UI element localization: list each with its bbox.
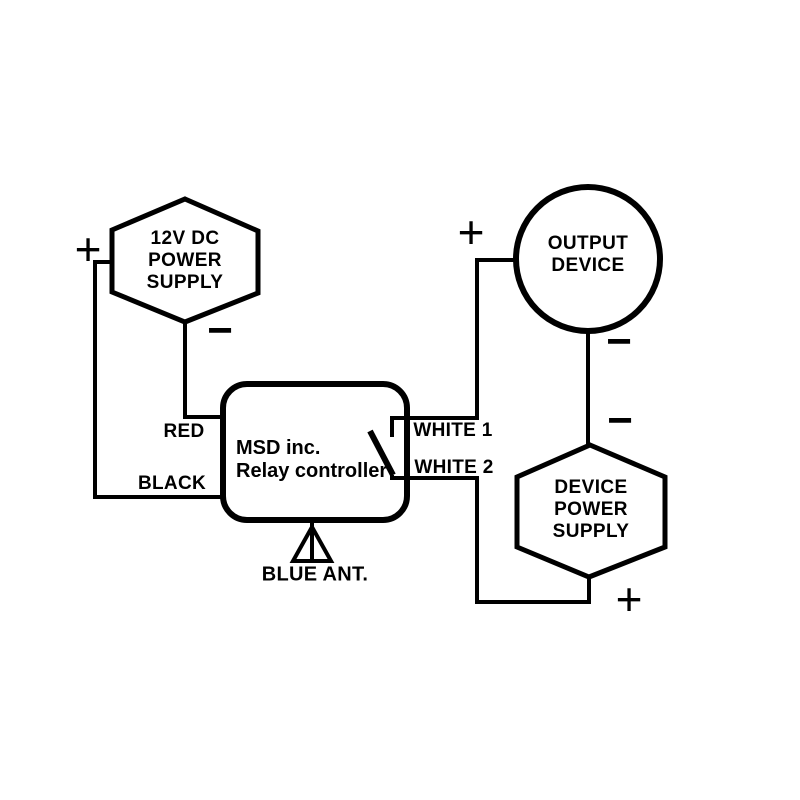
output-device-label: OUTPUT DEVICE <box>548 233 629 277</box>
output-device-label-line2: DEVICE <box>551 255 625 276</box>
antenna-label: BLUE ANT. <box>261 563 369 586</box>
wire-label-white2: WHITE 2 <box>414 457 494 478</box>
plus-sign-device-supply: + <box>615 573 643 625</box>
power-supply-12v-label-line2: POWER <box>148 250 222 271</box>
relay-switch-blade <box>367 429 396 477</box>
wire-label-white1: WHITE 1 <box>413 420 493 441</box>
wire-white2 <box>390 475 591 604</box>
plus-sign-12v-supply: + <box>74 223 102 275</box>
relay-controller-label-line2: Relay controller <box>236 460 388 482</box>
wire-red <box>183 322 224 419</box>
power-supply-12v-label: 12V DC POWER SUPPLY <box>147 228 224 294</box>
plus-sign-output-device: + <box>457 206 485 258</box>
minus-sign-12v-supply: − <box>207 306 233 355</box>
wire-label-black: BLACK <box>138 473 206 494</box>
device-power-supply-label-line2: POWER <box>554 499 628 520</box>
device-power-supply-label-line1: DEVICE <box>554 477 628 498</box>
output-device-label-line1: OUTPUT <box>547 233 629 254</box>
device-power-supply-label-line3: SUPPLY <box>552 521 630 542</box>
wire-label-red: RED <box>163 421 205 442</box>
device-power-supply-label: DEVICE POWER SUPPLY <box>553 477 630 543</box>
wire-black <box>93 260 224 499</box>
power-supply-12v-label-line3: SUPPLY <box>146 272 224 293</box>
minus-sign-device-supply: − <box>607 396 633 445</box>
antenna-triangle-icon <box>289 522 335 563</box>
relay-controller-label-line1: MSD inc. <box>236 437 321 459</box>
minus-sign-output-device: − <box>606 317 632 366</box>
relay-controller-label: MSD inc. Relay controller <box>236 437 387 483</box>
relay-controller-box <box>220 381 410 523</box>
wire-white1 <box>390 258 515 437</box>
power-supply-12v-label-line1: 12V DC <box>150 228 220 249</box>
